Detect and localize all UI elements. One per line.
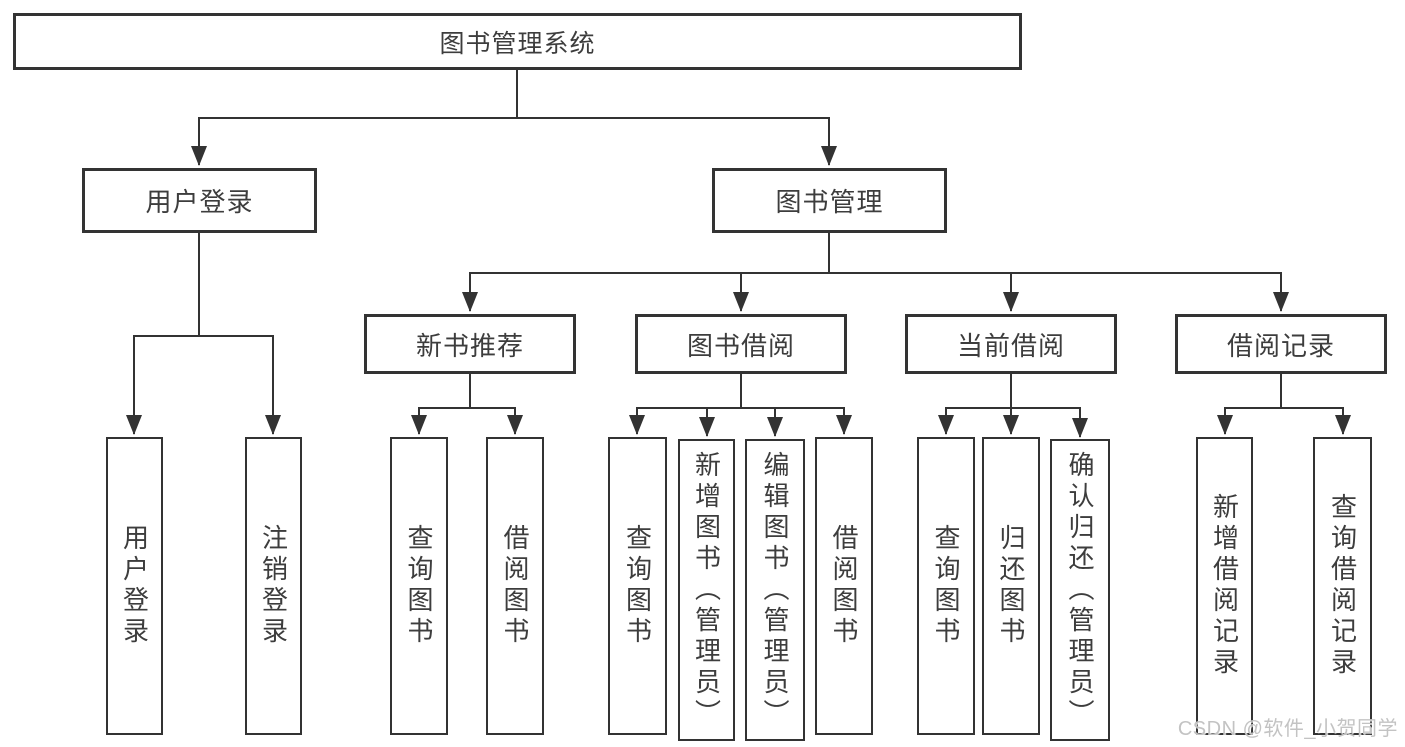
leaf-borrow-books-borrowing: 借阅图书 <box>815 437 873 735</box>
node-current-borrowing: 当前借阅 <box>905 314 1117 374</box>
node-borrowing-records: 借阅记录 <box>1175 314 1387 374</box>
leaf-label: 借阅图书 <box>500 524 530 648</box>
leaf-confirm-return-admin: 确认归还（管理员） <box>1050 439 1110 741</box>
leaf-borrow-books-recommend: 借阅图书 <box>486 437 544 735</box>
leaf-query-books-current: 查询图书 <box>917 437 975 735</box>
leaf-query-books-recommend: 查询图书 <box>390 437 448 735</box>
leaf-query-books-borrowing: 查询图书 <box>608 437 667 735</box>
node-label: 新书推荐 <box>415 330 524 361</box>
leaf-label: 查询图书 <box>622 524 653 648</box>
leaf-query-borrow-record: 查询借阅记录 <box>1313 437 1372 735</box>
node-label: 用户登录 <box>145 187 254 217</box>
node-label: 当前借阅 <box>956 330 1065 361</box>
leaf-label: 用户登录 <box>119 524 150 648</box>
leaf-label: 借阅图书 <box>829 524 859 648</box>
node-label: 图书借阅 <box>686 330 795 361</box>
node-book-management: 图书管理 <box>712 168 947 233</box>
node-library-management-system: 图书管理系统 <box>13 13 1022 70</box>
leaf-return-book: 归还图书 <box>982 437 1040 735</box>
leaf-label: 注销登录 <box>258 524 289 648</box>
leaf-label: 新增图书（管理员） <box>691 450 722 730</box>
leaf-user-login: 用户登录 <box>106 437 163 735</box>
node-new-book-recommend: 新书推荐 <box>364 314 576 374</box>
leaf-label: 确认归还（管理员） <box>1065 450 1095 730</box>
leaf-label: 查询图书 <box>931 524 961 648</box>
node-label: 图书管理 <box>775 187 884 217</box>
node-book-borrowing: 图书借阅 <box>635 314 847 374</box>
node-label: 图书管理系统 <box>439 29 596 58</box>
leaf-add-borrow-record: 新增借阅记录 <box>1196 437 1253 735</box>
leaf-label: 编辑图书（管理员） <box>760 450 790 730</box>
node-label: 借阅记录 <box>1226 330 1335 361</box>
leaf-label: 归还图书 <box>996 524 1026 648</box>
leaf-add-book-admin: 新增图书（管理员） <box>678 439 735 741</box>
leaf-label: 新增借阅记录 <box>1209 493 1240 679</box>
leaf-label: 查询借阅记录 <box>1327 493 1358 679</box>
leaf-edit-book-admin: 编辑图书（管理员） <box>745 439 805 741</box>
leaf-logout: 注销登录 <box>245 437 302 735</box>
node-user-login: 用户登录 <box>82 168 317 233</box>
leaf-label: 查询图书 <box>404 524 434 648</box>
watermark: CSDN @软件_小贺同学 <box>1177 718 1398 740</box>
